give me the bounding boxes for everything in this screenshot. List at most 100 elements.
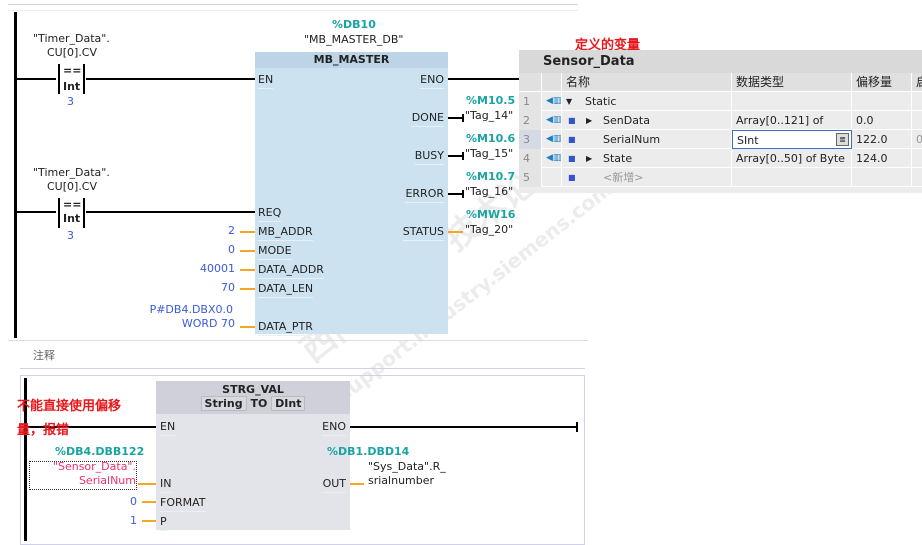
data-len-value[interactable]: 70	[221, 281, 235, 294]
table-row[interactable]: 2 ◀▥ ■ ▶ SenData Array[0..121] of Byte 0…	[519, 111, 922, 130]
pin-data-len[interactable]: DATA_LEN	[258, 282, 314, 298]
row-number: 2	[519, 111, 542, 130]
in-address: %DB4.DBB122	[55, 445, 145, 458]
contact-value: 3	[67, 95, 74, 108]
out-address: %DB1.DBD14	[327, 445, 410, 458]
data-ptr-value[interactable]: WORD 70	[181, 317, 235, 330]
expand-icon[interactable]: ▶	[586, 116, 593, 125]
mb-master-block[interactable]: MB_MASTER	[255, 52, 448, 334]
pin-done[interactable]: DONE	[411, 111, 445, 127]
type-cell[interactable]: SInt ≣	[732, 130, 852, 149]
rung-line	[448, 78, 520, 80]
pin-status[interactable]: STATUS	[402, 225, 445, 241]
done-tag[interactable]: "Tag_14"	[465, 109, 514, 122]
pin-en[interactable]: EN	[258, 73, 274, 89]
comment-field[interactable]: 注释	[33, 349, 55, 362]
error-tag[interactable]: "Tag_16"	[465, 185, 514, 198]
type-cell[interactable]: Array[0..121] of Byte	[732, 111, 852, 130]
pin-req[interactable]: REQ	[258, 206, 282, 222]
status-tag[interactable]: "Tag_20"	[465, 223, 514, 236]
pin-in[interactable]: IN	[160, 477, 172, 493]
contact-operand: CU[0].CV	[47, 180, 98, 193]
col-name[interactable]: 名称	[562, 73, 732, 92]
interface-icon: ◀▥	[542, 111, 562, 130]
format-value[interactable]: 0	[130, 495, 137, 508]
rung-line	[350, 426, 577, 428]
source-type-select[interactable]: String	[200, 396, 247, 411]
mode-value[interactable]: 0	[228, 243, 235, 256]
offset-cell: 124.0	[852, 149, 912, 168]
rung-line	[15, 211, 255, 213]
pin-eno[interactable]: ENO	[420, 73, 444, 89]
instance-db-name: "MB_MASTER_DB"	[304, 33, 404, 46]
table-title: Sensor_Data	[519, 50, 922, 73]
rung-line	[15, 78, 255, 80]
dest-type-select[interactable]: DInt	[271, 396, 306, 411]
expand-icon[interactable]: ▶	[586, 154, 593, 163]
expand-icon[interactable]: ▼	[566, 97, 573, 106]
col-type[interactable]: 数据类型	[732, 73, 852, 92]
in-operand-box[interactable]	[29, 461, 137, 490]
to-label: TO	[250, 397, 268, 410]
name-cell[interactable]: ■ ▶ SenData	[562, 111, 732, 130]
row-number: 3	[519, 130, 542, 149]
error-annotation: 不能直接使用偏移	[17, 399, 122, 414]
instance-db-address: %DB10	[332, 18, 376, 31]
offset-cell	[852, 168, 912, 187]
member-type: Array[0..121] of Byte	[736, 114, 824, 127]
member-name: SenData	[603, 114, 650, 127]
error-annotation: 量，报错	[17, 423, 70, 438]
pin-en[interactable]: EN	[160, 420, 176, 436]
type-cell[interactable]: Array[0..50] of Byte	[732, 149, 852, 168]
pin-data-ptr[interactable]: DATA_PTR	[258, 320, 313, 336]
contact-bar	[58, 198, 60, 228]
pin-format[interactable]: FORMAT	[160, 496, 206, 512]
data-ptr-value[interactable]: P#DB4.DBX0.0	[149, 303, 233, 316]
col-start[interactable]: 启	[912, 73, 922, 92]
start-value-cell	[912, 111, 922, 130]
contact-operand: CU[0].CV	[47, 46, 98, 59]
type-cell[interactable]	[732, 92, 852, 111]
pin-busy[interactable]: BUSY	[414, 149, 445, 165]
table-header: 名称 数据类型 偏移量 启	[519, 73, 922, 92]
done-address: %M10.5	[466, 94, 516, 107]
pin-error[interactable]: ERROR	[405, 187, 444, 203]
pin-data-addr[interactable]: DATA_ADDR	[258, 263, 324, 279]
interface-icon: ◀▥	[542, 130, 562, 149]
pin-p[interactable]: P	[160, 515, 167, 531]
member-type: SInt	[737, 134, 759, 147]
type-cell[interactable]	[732, 168, 852, 187]
list-icon[interactable]: ≣	[836, 133, 849, 146]
data-addr-value[interactable]: 40001	[200, 262, 235, 275]
pin-mb-addr[interactable]: MB_ADDR	[258, 225, 313, 241]
contact-bar	[83, 64, 85, 94]
pin-eno[interactable]: ENO	[322, 420, 346, 436]
rung-line	[25, 426, 156, 428]
table-row[interactable]: 5 ■ <新增>	[519, 168, 922, 187]
contact-op: ==	[63, 198, 82, 211]
table-row[interactable]: 4 ◀▥ ■ ▶ State Array[0..50] of Byte 124.…	[519, 149, 922, 168]
strg-val-block[interactable]: STRG_VAL String TO DInt	[156, 381, 350, 530]
p-value[interactable]: 1	[130, 514, 137, 527]
name-cell[interactable]: ▼ Static	[562, 92, 732, 111]
out-tag[interactable]: "Sys_Data".R_	[368, 460, 446, 473]
member-name: <新增>	[603, 171, 644, 184]
out-tag[interactable]: srialnumber	[368, 474, 435, 487]
start-value-cell	[912, 92, 922, 111]
contact-bar	[58, 64, 60, 94]
pin-out[interactable]: OUT	[322, 477, 347, 493]
col-offset[interactable]: 偏移量	[852, 73, 912, 92]
name-cell[interactable]: ■ ▶ State	[562, 149, 732, 168]
power-rail	[14, 12, 17, 338]
member-name: State	[603, 152, 633, 165]
offset-cell: 0.0	[852, 111, 912, 130]
table-row[interactable]: 3 ◀▥ ■ SerialNum SInt≣ 122.0 0	[519, 130, 922, 149]
pin-mode[interactable]: MODE	[258, 244, 292, 260]
table-row[interactable]: 1 ◀▥ ▼ Static	[519, 92, 922, 111]
mb-addr-value[interactable]: 2	[228, 224, 235, 237]
busy-tag[interactable]: "Tag_15"	[465, 147, 514, 160]
offset-cell: 122.0	[852, 130, 912, 149]
name-cell[interactable]: ■ <新增>	[562, 168, 732, 187]
name-cell[interactable]: ■ SerialNum	[562, 130, 732, 149]
network-border	[8, 4, 578, 5]
